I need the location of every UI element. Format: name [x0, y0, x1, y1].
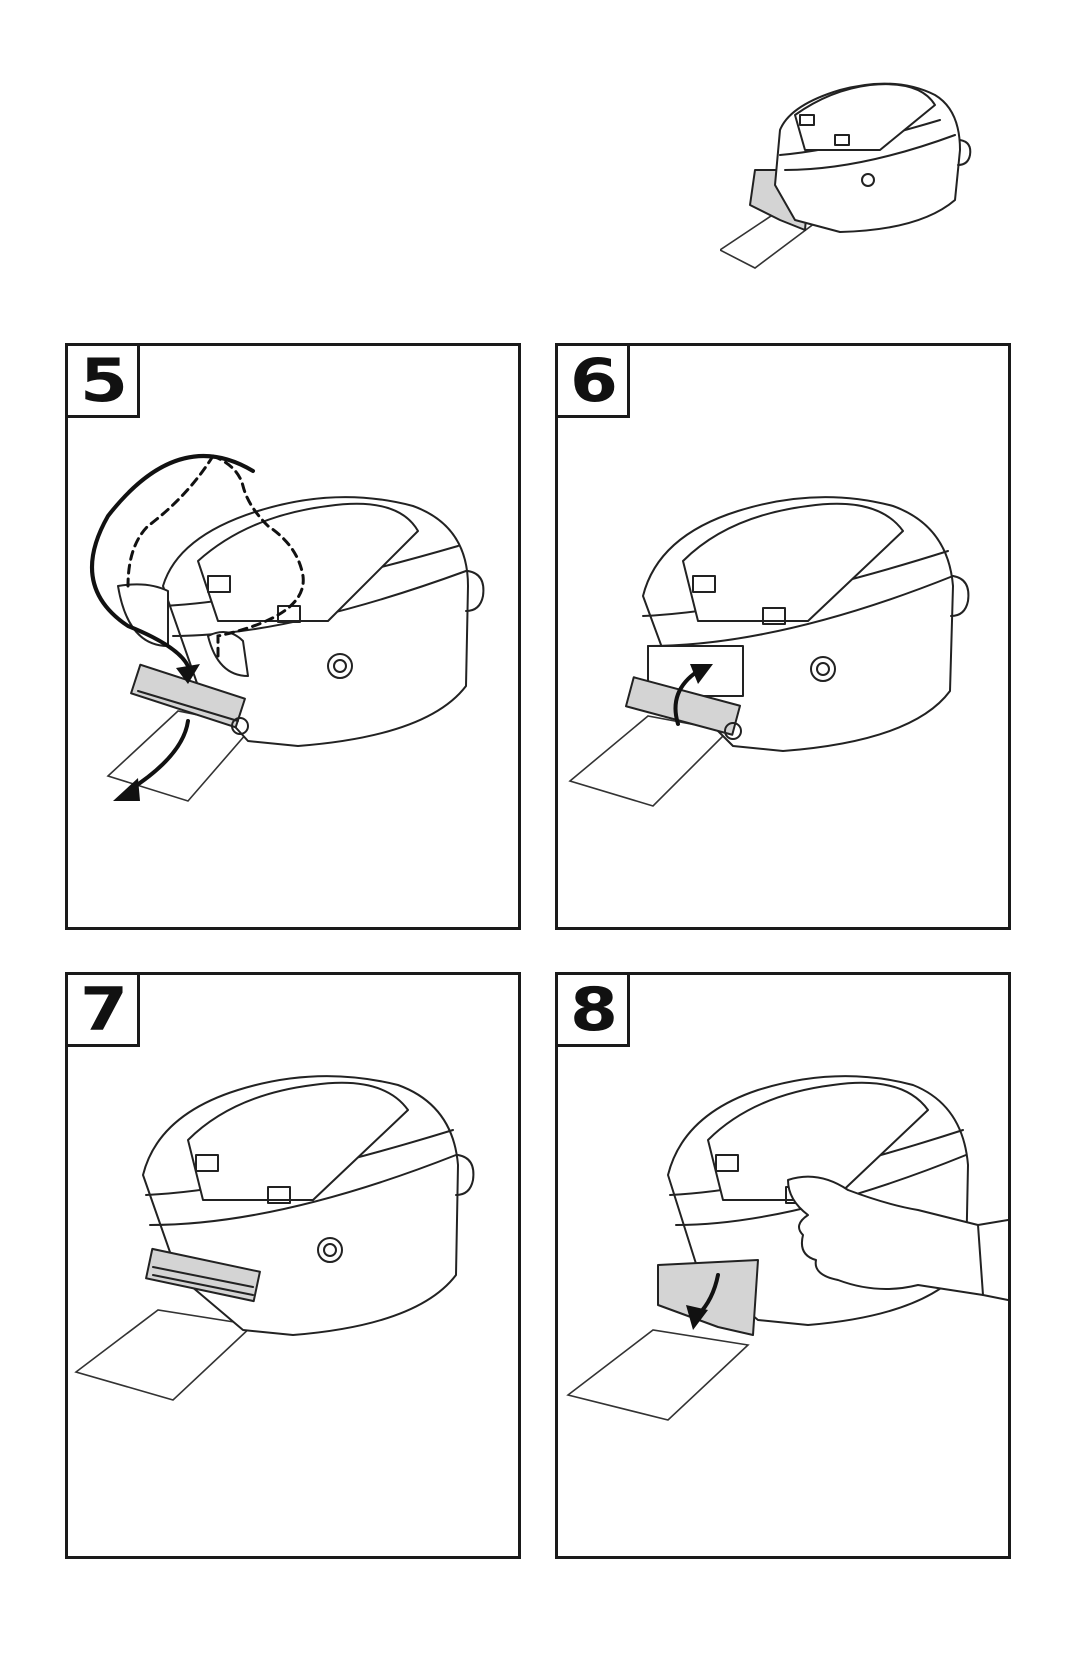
step-number: 7 — [79, 974, 128, 1045]
step-number: 8 — [569, 974, 618, 1045]
step-7-panel: 7 — [65, 972, 521, 1559]
step-number: 6 — [569, 345, 618, 416]
step-number: 5 — [79, 345, 128, 416]
step-8-illustration — [566, 1075, 1008, 1421]
step-number-box: 8 — [555, 972, 630, 1047]
step-6-panel: 6 — [555, 343, 1011, 930]
step-7-illustration — [74, 1075, 475, 1401]
step-number-box: 5 — [65, 343, 140, 418]
step-5-illustration — [90, 454, 485, 802]
step-8-panel: 8 — [555, 972, 1011, 1559]
step-6-illustration — [568, 496, 970, 807]
step-5-panel: 5 — [65, 343, 521, 930]
step-number-box: 7 — [65, 972, 140, 1047]
printer-overview-illustration — [720, 82, 972, 269]
step-number-box: 6 — [555, 343, 630, 418]
